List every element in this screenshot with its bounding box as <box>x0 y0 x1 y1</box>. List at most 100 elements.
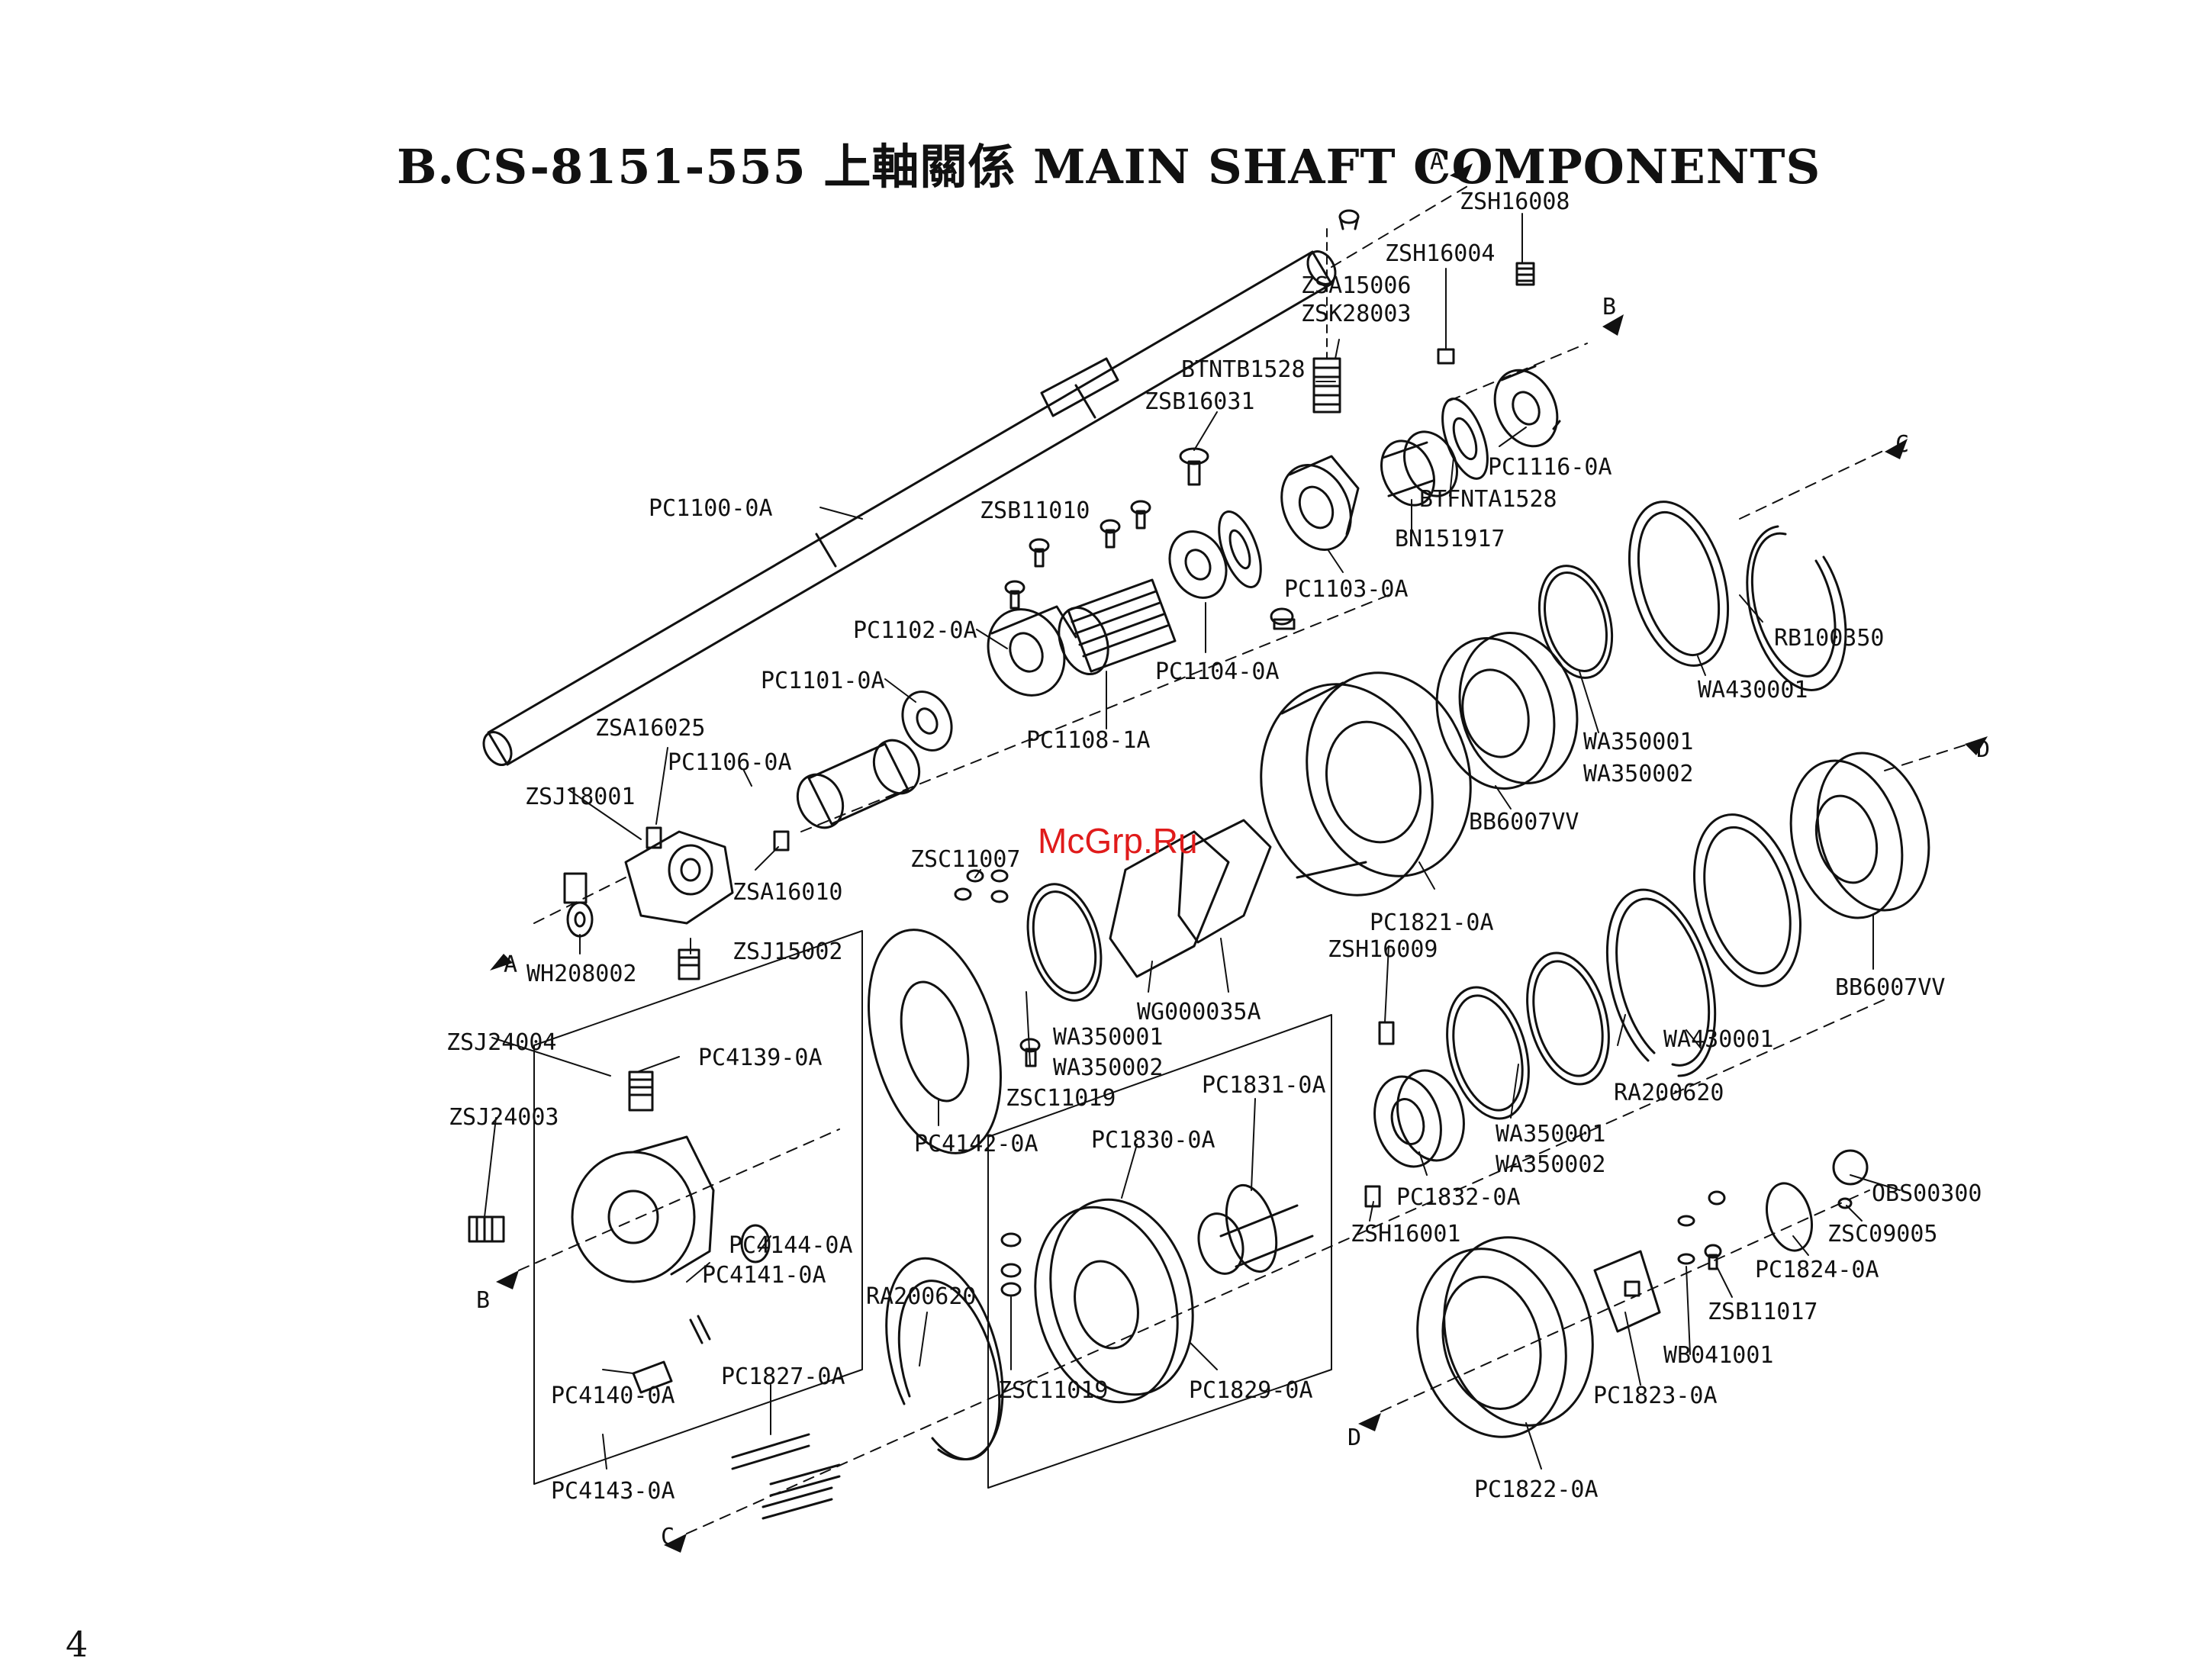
collar-pc1832 <box>1364 1021 1465 1208</box>
snap-ring-rb100350 <box>1746 525 1847 691</box>
part-label: ZSC11007 <box>910 846 1021 873</box>
part-label: PC1827-0A <box>721 1363 845 1390</box>
part-label: WA430001 <box>1698 677 1808 703</box>
screw-zsj24003 <box>468 1215 505 1243</box>
part-label: PC4140-0A <box>551 1383 675 1409</box>
screw-zsb16031 <box>1179 447 1209 486</box>
part-label: BB6007VV <box>1835 974 1946 1001</box>
ring-wa350001-top <box>1537 565 1614 679</box>
ref-letter-b-top: B <box>1602 294 1617 320</box>
screws-zsb11010 <box>1004 500 1151 610</box>
part-label: PC1108-1A <box>1026 727 1151 754</box>
part-label: ZSK28003 <box>1301 301 1412 327</box>
part-label: ZSA15006 <box>1301 272 1412 299</box>
ring-wa430001-top <box>1628 501 1730 667</box>
part-label: PC1106-0A <box>668 749 792 776</box>
part-label: PC4143-0A <box>551 1478 675 1505</box>
drum-pc1822 <box>1416 1236 1594 1438</box>
key-pc4140 <box>632 1315 711 1394</box>
screws-zsc11007 <box>954 869 1009 903</box>
part-label: PC1101-0A <box>761 668 885 694</box>
part-label: PC1116-0A <box>1488 454 1612 481</box>
ref-letter-a-top: A <box>1430 149 1444 175</box>
part-label: WA350002 <box>1583 761 1694 787</box>
plate-pc1823 <box>1593 1250 1661 1333</box>
part-label: BTNTB1528 <box>1181 356 1306 383</box>
part-label: PC1824-0A <box>1755 1257 1879 1283</box>
part-label: PC1100-0A <box>649 495 773 522</box>
part-label: ZSA16010 <box>733 879 843 906</box>
part-label: ZSA16025 <box>595 715 706 742</box>
part-label: ZSH16004 <box>1385 240 1496 267</box>
part-label: WA350001 <box>1583 729 1694 755</box>
collar-pc1104 <box>1168 530 1296 630</box>
page-title: B.CS-8151-555 上軸關係 MAIN SHAFT COMPONENTS <box>397 139 1821 195</box>
part-label: ZSC09005 <box>1827 1221 1938 1247</box>
ref-letter-d-right: D <box>1976 736 1991 763</box>
ring-wa430001-right <box>1693 813 1801 987</box>
hub-pc1102 <box>987 605 1077 697</box>
wave-washer-wg000035a <box>1109 819 1272 978</box>
part-label: ZSH16009 <box>1328 936 1438 963</box>
part-label: ZSH16008 <box>1460 188 1570 215</box>
crank-zsj18001 <box>624 826 790 925</box>
ring-wa430001-mid <box>1605 888 1717 1077</box>
ring-wa350001-mid <box>1446 951 1610 1120</box>
part-label: PC4142-0A <box>914 1131 1038 1157</box>
part-label: PC1822-0A <box>1474 1476 1599 1503</box>
cam-pc1824 <box>1677 1149 1869 1270</box>
part-label: WG000035A <box>1137 999 1261 1025</box>
part-label: ZSJ24003 <box>449 1104 559 1131</box>
part-label: PC1831-0A <box>1202 1072 1326 1099</box>
needle-bearing-bn151917 <box>1380 430 1458 507</box>
part-label: RB100350 <box>1774 625 1885 652</box>
pins-pc1827 <box>731 1433 841 1520</box>
part-label: PC4139-0A <box>698 1045 823 1071</box>
assembly-box-pc1829 <box>987 1014 1332 1489</box>
part-label: ZSH16001 <box>1351 1221 1461 1247</box>
worm-gear-pc1108 <box>1058 578 1177 676</box>
part-label: ZSB11010 <box>980 497 1090 524</box>
part-label: RA200620 <box>1614 1080 1724 1106</box>
part-label: ZSB16031 <box>1145 388 1255 415</box>
part-label: PC1832-0A <box>1396 1184 1521 1211</box>
watermark-text: McGrp.Ru <box>1038 821 1198 861</box>
part-label: PC4144-0A <box>729 1232 853 1259</box>
part-label: ZSC11019 <box>1006 1085 1116 1112</box>
part-label: ZSB11017 <box>1708 1299 1818 1325</box>
ref-letter-b-left: B <box>476 1287 491 1314</box>
sleeve-pc1101 <box>901 691 953 752</box>
main-shaft <box>482 250 1337 766</box>
part-label: WA350001 <box>1496 1121 1606 1148</box>
snap-ring-ra200620-low <box>885 1257 1004 1461</box>
bearing-bb6007vv-right <box>1789 752 1930 919</box>
set-screw-top <box>1338 209 1360 230</box>
page-number: 4 <box>66 1624 89 1665</box>
part-label: PC4141-0A <box>702 1262 826 1289</box>
flange-pc1831 <box>1197 1183 1314 1275</box>
assembly-box-pc4143 <box>533 930 863 1485</box>
eccentric-pc1103 <box>1280 455 1360 551</box>
part-label: ZSJ15002 <box>733 938 843 965</box>
part-label: PC1830-0A <box>1091 1127 1215 1154</box>
spring-zsk28003 <box>1312 228 1341 414</box>
part-label: WA430001 <box>1663 1026 1774 1053</box>
part-label: WA350002 <box>1496 1151 1606 1178</box>
part-label: RA200620 <box>866 1283 977 1310</box>
washer-wh208002 <box>563 872 594 938</box>
part-label: PC1103-0A <box>1284 576 1409 603</box>
part-label: PC1823-0A <box>1593 1383 1718 1409</box>
ref-letter-c-bottom: C <box>661 1524 675 1550</box>
part-label: PC1821-0A <box>1370 909 1494 936</box>
screw-zsj15002 <box>678 948 700 980</box>
pulley-pc1821 <box>1260 671 1472 897</box>
ref-letter-a-left: A <box>504 951 518 978</box>
part-label: ZSJ18001 <box>525 784 636 810</box>
plate-pc4142 <box>868 929 1002 1154</box>
ref-letter-c-top: C <box>1895 431 1910 458</box>
part-label: BTFNTA1528 <box>1419 486 1557 513</box>
part-label: PC1102-0A <box>853 617 977 644</box>
set-screw-zsh16004 <box>1437 348 1455 365</box>
part-label: WA350002 <box>1053 1054 1164 1081</box>
